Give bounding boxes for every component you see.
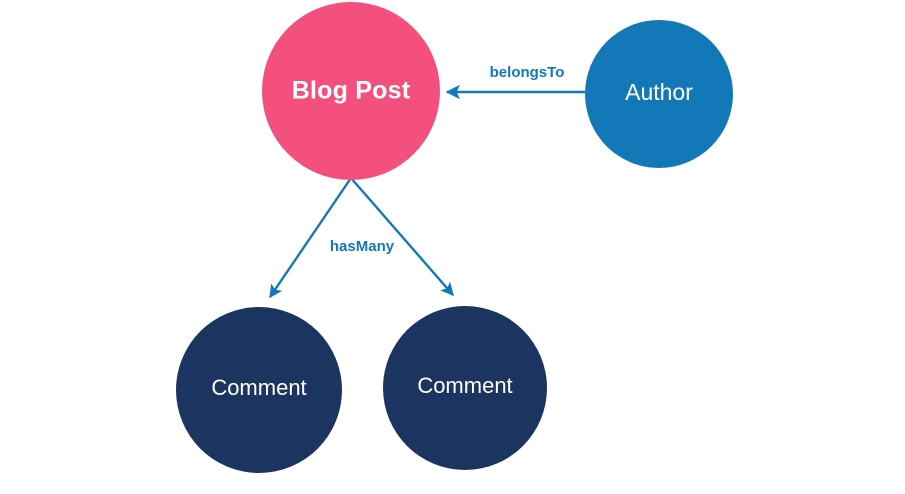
- node-author-shape[interactable]: [585, 20, 733, 168]
- node-blog-post[interactable]: Blog Post: [262, 2, 440, 180]
- edge-group: [269, 84, 585, 299]
- node-blog-post-shape[interactable]: [262, 2, 440, 180]
- edge-label-has-many: hasMany: [330, 238, 395, 255]
- edge-has-many-left-line[interactable]: [269, 177, 352, 299]
- node-comment-right-label: Comment: [417, 373, 512, 398]
- edge-label-belongs-to: belongsTo: [490, 64, 565, 81]
- node-author-label: Author: [625, 79, 693, 105]
- node-comment-left[interactable]: Comment: [176, 307, 342, 473]
- edge-has-many-right-line[interactable]: [350, 177, 454, 296]
- node-comment-right[interactable]: Comment: [383, 306, 547, 470]
- node-comment-left-shape[interactable]: [176, 307, 342, 473]
- node-blog-post-label: Blog Post: [292, 77, 411, 105]
- node-comment-left-label: Comment: [211, 375, 306, 400]
- edge-label-group: belongsTo hasMany: [330, 64, 564, 255]
- node-author[interactable]: Author: [585, 20, 733, 168]
- node-comment-right-shape[interactable]: [383, 306, 547, 470]
